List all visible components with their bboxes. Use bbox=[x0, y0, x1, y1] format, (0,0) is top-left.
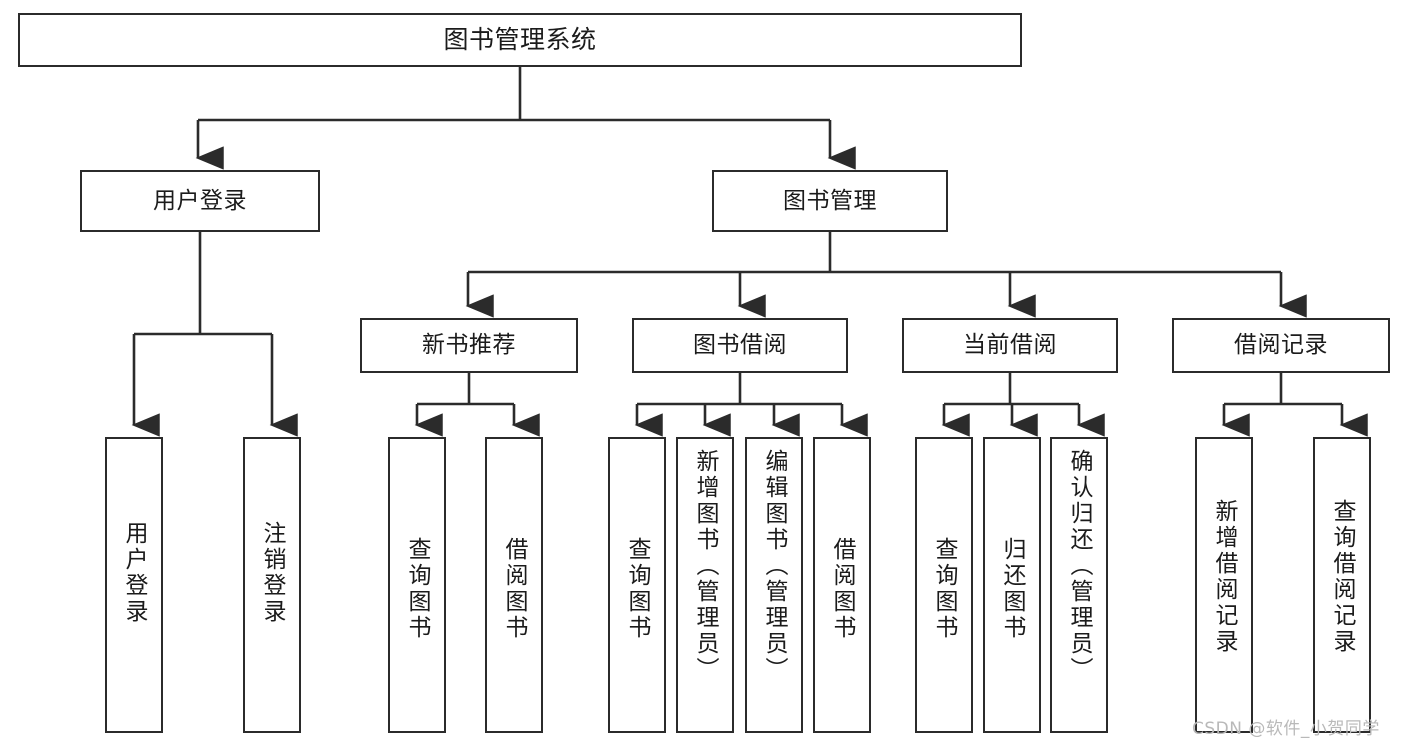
node-book-borrow[interactable]: 图书借阅 bbox=[632, 318, 848, 373]
leaf-user-login[interactable]: 用户登录 bbox=[105, 437, 163, 733]
node-label: 归还图书 bbox=[999, 537, 1026, 641]
node-label: 借阅图书 bbox=[501, 537, 528, 641]
leaf-query-book-borrow[interactable]: 查询图书 bbox=[608, 437, 666, 733]
leaf-add-book[interactable]: 新增图书（管理员） bbox=[676, 437, 734, 733]
node-label: 借阅记录 bbox=[1234, 332, 1328, 359]
node-label: 确认归还（管理员） bbox=[1066, 449, 1093, 683]
leaf-add-record[interactable]: 新增借阅记录 bbox=[1195, 437, 1253, 733]
leaf-query-record[interactable]: 查询借阅记录 bbox=[1313, 437, 1371, 733]
node-label: 查询图书 bbox=[404, 537, 431, 641]
leaf-borrow-book[interactable]: 借阅图书 bbox=[813, 437, 871, 733]
node-label: 当前借阅 bbox=[963, 332, 1057, 359]
leaf-borrow-book-new[interactable]: 借阅图书 bbox=[485, 437, 543, 733]
node-borrow-record[interactable]: 借阅记录 bbox=[1172, 318, 1390, 373]
leaf-logout[interactable]: 注销登录 bbox=[243, 437, 301, 733]
node-label: 用户登录 bbox=[153, 187, 247, 214]
node-label: 编辑图书（管理员） bbox=[761, 449, 788, 683]
node-label: 查询图书 bbox=[931, 537, 958, 641]
leaf-confirm-return[interactable]: 确认归还（管理员） bbox=[1050, 437, 1108, 733]
node-label: 用户登录 bbox=[121, 521, 148, 625]
node-label: 新书推荐 bbox=[422, 332, 516, 359]
node-label: 新增借阅记录 bbox=[1211, 499, 1238, 655]
node-label: 查询借阅记录 bbox=[1329, 499, 1356, 655]
node-new-book-recommend[interactable]: 新书推荐 bbox=[360, 318, 578, 373]
node-label: 图书借阅 bbox=[693, 332, 787, 359]
leaf-return-book[interactable]: 归还图书 bbox=[983, 437, 1041, 733]
node-root-system[interactable]: 图书管理系统 bbox=[18, 13, 1022, 67]
node-label: 查询图书 bbox=[624, 537, 651, 641]
node-user-login[interactable]: 用户登录 bbox=[80, 170, 320, 232]
watermark: CSDN @软件_小贺同学 bbox=[1192, 719, 1380, 739]
node-label: 图书管理 bbox=[783, 187, 877, 214]
leaf-query-book-cur[interactable]: 查询图书 bbox=[915, 437, 973, 733]
leaf-edit-book[interactable]: 编辑图书（管理员） bbox=[745, 437, 803, 733]
node-label: 注销登录 bbox=[259, 521, 286, 625]
leaf-query-book-new[interactable]: 查询图书 bbox=[388, 437, 446, 733]
node-label: 新增图书（管理员） bbox=[692, 449, 719, 683]
node-label: 图书管理系统 bbox=[443, 24, 597, 54]
node-current-borrow[interactable]: 当前借阅 bbox=[902, 318, 1118, 373]
node-label: 借阅图书 bbox=[829, 537, 856, 641]
node-book-manage[interactable]: 图书管理 bbox=[712, 170, 948, 232]
